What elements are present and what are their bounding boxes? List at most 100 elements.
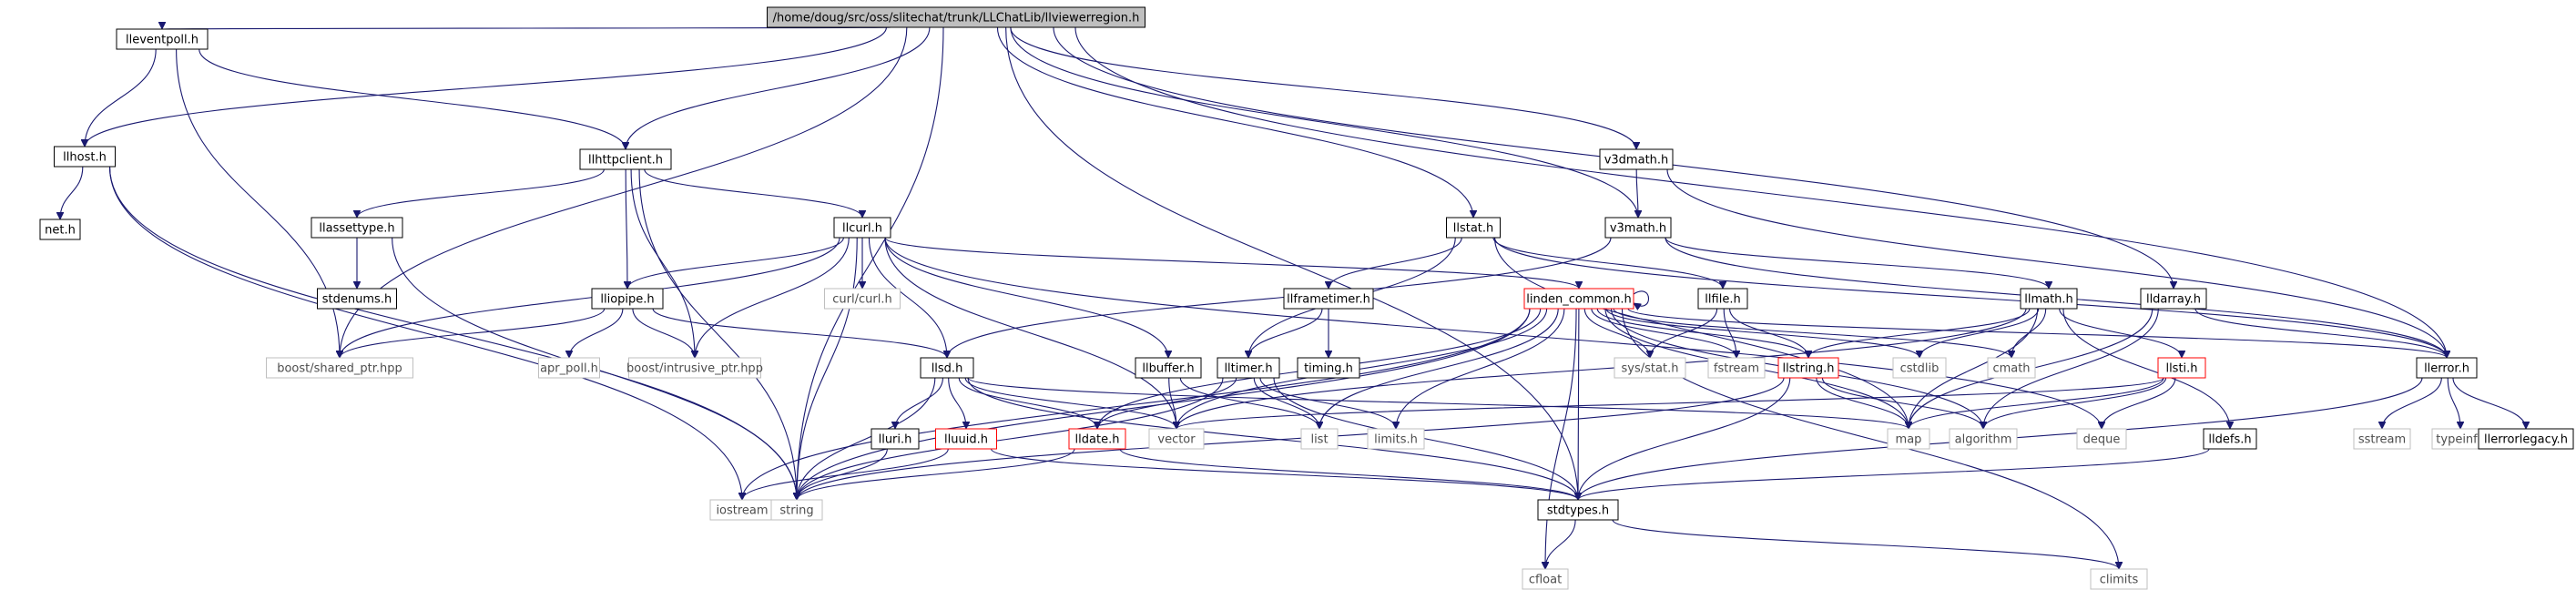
include-edge-stdtypes-to-cfloat — [1545, 519, 1576, 569]
node-box — [1599, 148, 1674, 170]
include-edge-lindencommon-to-cstdlib — [1605, 308, 1919, 359]
node-label: boost/intrusive_ptr.hpp — [626, 362, 763, 376]
node-boostshared: boost/shared_ptr.hpp — [266, 357, 413, 379]
node-timingh[interactable]: timing.h — [1297, 357, 1360, 379]
node-lindencommon[interactable]: linden_common.h — [1523, 288, 1634, 310]
include-edge-llmath-to-cstdlib — [1919, 308, 2040, 359]
include-edge-llerror-to-sstream — [2382, 377, 2442, 430]
node-vector: vector — [1148, 428, 1205, 450]
node-box — [1148, 428, 1205, 450]
include-edge-llmath-to-llstring — [1808, 308, 2031, 359]
node-label: lldefs.h — [2208, 433, 2251, 447]
include-edge-llhttpclient-to-string — [638, 168, 797, 500]
include-edge-llfile-to-fstream — [1723, 308, 1736, 358]
node-llsd[interactable]: llsd.h — [920, 357, 974, 379]
node-llbuffer[interactable]: llbuffer.h — [1135, 357, 1202, 379]
node-box — [1777, 357, 1839, 379]
node-lleventpoll[interactable]: lleventpoll.h — [116, 28, 209, 50]
node-label: cmath — [1992, 362, 2030, 376]
node-lliopipe[interactable]: lliopipe.h — [591, 288, 664, 310]
include-edge-lindencommon-to-climits — [1621, 308, 2119, 569]
node-box — [116, 28, 209, 50]
node-label: llsti.h — [2165, 362, 2197, 376]
include-edge-llmath-to-lldefs — [2062, 308, 2230, 429]
node-llmath[interactable]: llmath.h — [2020, 288, 2078, 310]
node-label: llmath.h — [2024, 293, 2073, 307]
node-stdenums[interactable]: stdenums.h — [317, 288, 397, 310]
node-label: cstdlib — [1900, 362, 1940, 376]
node-label: llhost.h — [63, 151, 107, 165]
node-box — [767, 6, 1145, 28]
include-edge-lleventpoll-to-llhttpclient — [199, 48, 626, 149]
include-edge-llcurl-to-boostshared — [340, 237, 840, 358]
node-box — [1887, 428, 1930, 450]
node-box — [538, 357, 600, 379]
node-lluuid[interactable]: lluuid.h — [935, 428, 997, 450]
node-lldarray[interactable]: lldarray.h — [2140, 288, 2207, 310]
node-v3dmath[interactable]: v3dmath.h — [1599, 148, 1674, 170]
node-lldate[interactable]: lldate.h — [1068, 428, 1126, 450]
node-llhost[interactable]: llhost.h — [54, 146, 116, 168]
node-label: map — [1896, 433, 1922, 447]
node-llstat[interactable]: llstat.h — [1446, 217, 1501, 239]
include-edge-llfile-to-llstring — [1728, 308, 1808, 359]
node-lluri[interactable]: lluri.h — [871, 428, 920, 450]
include-edge-root-to-llhttpclient — [626, 26, 931, 149]
node-string: string — [770, 499, 823, 521]
include-edge-lldefs-to-stdtypes — [1578, 448, 2210, 501]
node-label: linden_common.h — [1526, 293, 1631, 307]
node-llframetimer[interactable]: llframetimer.h — [1283, 288, 1374, 310]
include-edge-stdtypes-to-climits — [1612, 519, 2119, 570]
node-llfile[interactable]: llfile.h — [1697, 288, 1748, 310]
nodes-layer: /home/doug/src/oss/slitechat/trunk/LLCha… — [39, 6, 2574, 590]
include-edge-llstring-to-algorithm — [1821, 377, 1983, 430]
node-v3math[interactable]: v3math.h — [1604, 217, 1672, 239]
node-llsti[interactable]: llsti.h — [2157, 357, 2206, 379]
node-lldefs[interactable]: lldefs.h — [2203, 428, 2257, 450]
node-deque: deque — [2076, 428, 2127, 450]
node-label: climits — [2100, 574, 2139, 587]
node-root[interactable]: /home/doug/src/oss/slitechat/trunk/LLCha… — [767, 6, 1145, 28]
node-box — [2353, 428, 2411, 450]
node-label: /home/doug/src/oss/slitechat/trunk/LLCha… — [773, 12, 1140, 25]
node-llerrorlegacy[interactable]: llerrorlegacy.h — [2478, 428, 2574, 450]
node-box — [2090, 568, 2148, 590]
include-edge-llcurl-to-boostintrusive — [695, 237, 850, 358]
node-box — [1537, 499, 1619, 521]
node-label: llstat.h — [1453, 222, 1494, 236]
node-box — [628, 357, 761, 379]
node-llerror[interactable]: llerror.h — [2416, 357, 2478, 379]
include-edge-llstring-to-map — [1816, 377, 1909, 430]
node-lltimer[interactable]: lltimer.h — [1217, 357, 1280, 379]
node-cmath: cmath — [1987, 357, 2036, 379]
node-llhttpclient[interactable]: llhttpclient.h — [579, 148, 672, 170]
node-box — [770, 499, 823, 521]
include-edge-lldate-to-string — [797, 448, 1075, 501]
include-edge-llmath-to-vector — [1176, 308, 2027, 429]
include-edge-llfile-to-sysstat — [1650, 308, 1718, 359]
include-edge-llerror-to-llerrorlegacy — [2452, 377, 2526, 430]
node-box — [824, 288, 901, 310]
node-llassettype[interactable]: llassettype.h — [311, 217, 403, 239]
node-llcurl[interactable]: llcurl.h — [833, 217, 891, 239]
node-box — [317, 288, 397, 310]
include-edge-lindencommon-to-cfloat — [1545, 308, 1577, 569]
node-box — [2203, 428, 2257, 450]
node-box — [266, 357, 413, 379]
node-neth[interactable]: net.h — [39, 219, 81, 240]
node-label: stdtypes.h — [1547, 504, 1609, 518]
node-stdtypes[interactable]: stdtypes.h — [1537, 499, 1619, 521]
include-edge-llcurl-to-string — [797, 237, 858, 500]
include-edge-lltimer-to-string — [797, 377, 1224, 500]
node-label: stdenums.h — [322, 293, 392, 307]
node-label: lldate.h — [1075, 433, 1120, 447]
node-llstring[interactable]: llstring.h — [1777, 357, 1839, 379]
include-edge-llsti-to-map — [1909, 377, 2164, 430]
include-edge-llhost-to-neth — [60, 166, 84, 219]
include-edge-llsd-to-map — [967, 377, 1909, 430]
node-label: curl/curl.h — [832, 293, 891, 307]
include-edge-v3dmath-to-v3math — [1636, 168, 1638, 218]
node-box — [2020, 288, 2078, 310]
node-label: timing.h — [1304, 362, 1353, 376]
node-list: list — [1300, 428, 1339, 450]
